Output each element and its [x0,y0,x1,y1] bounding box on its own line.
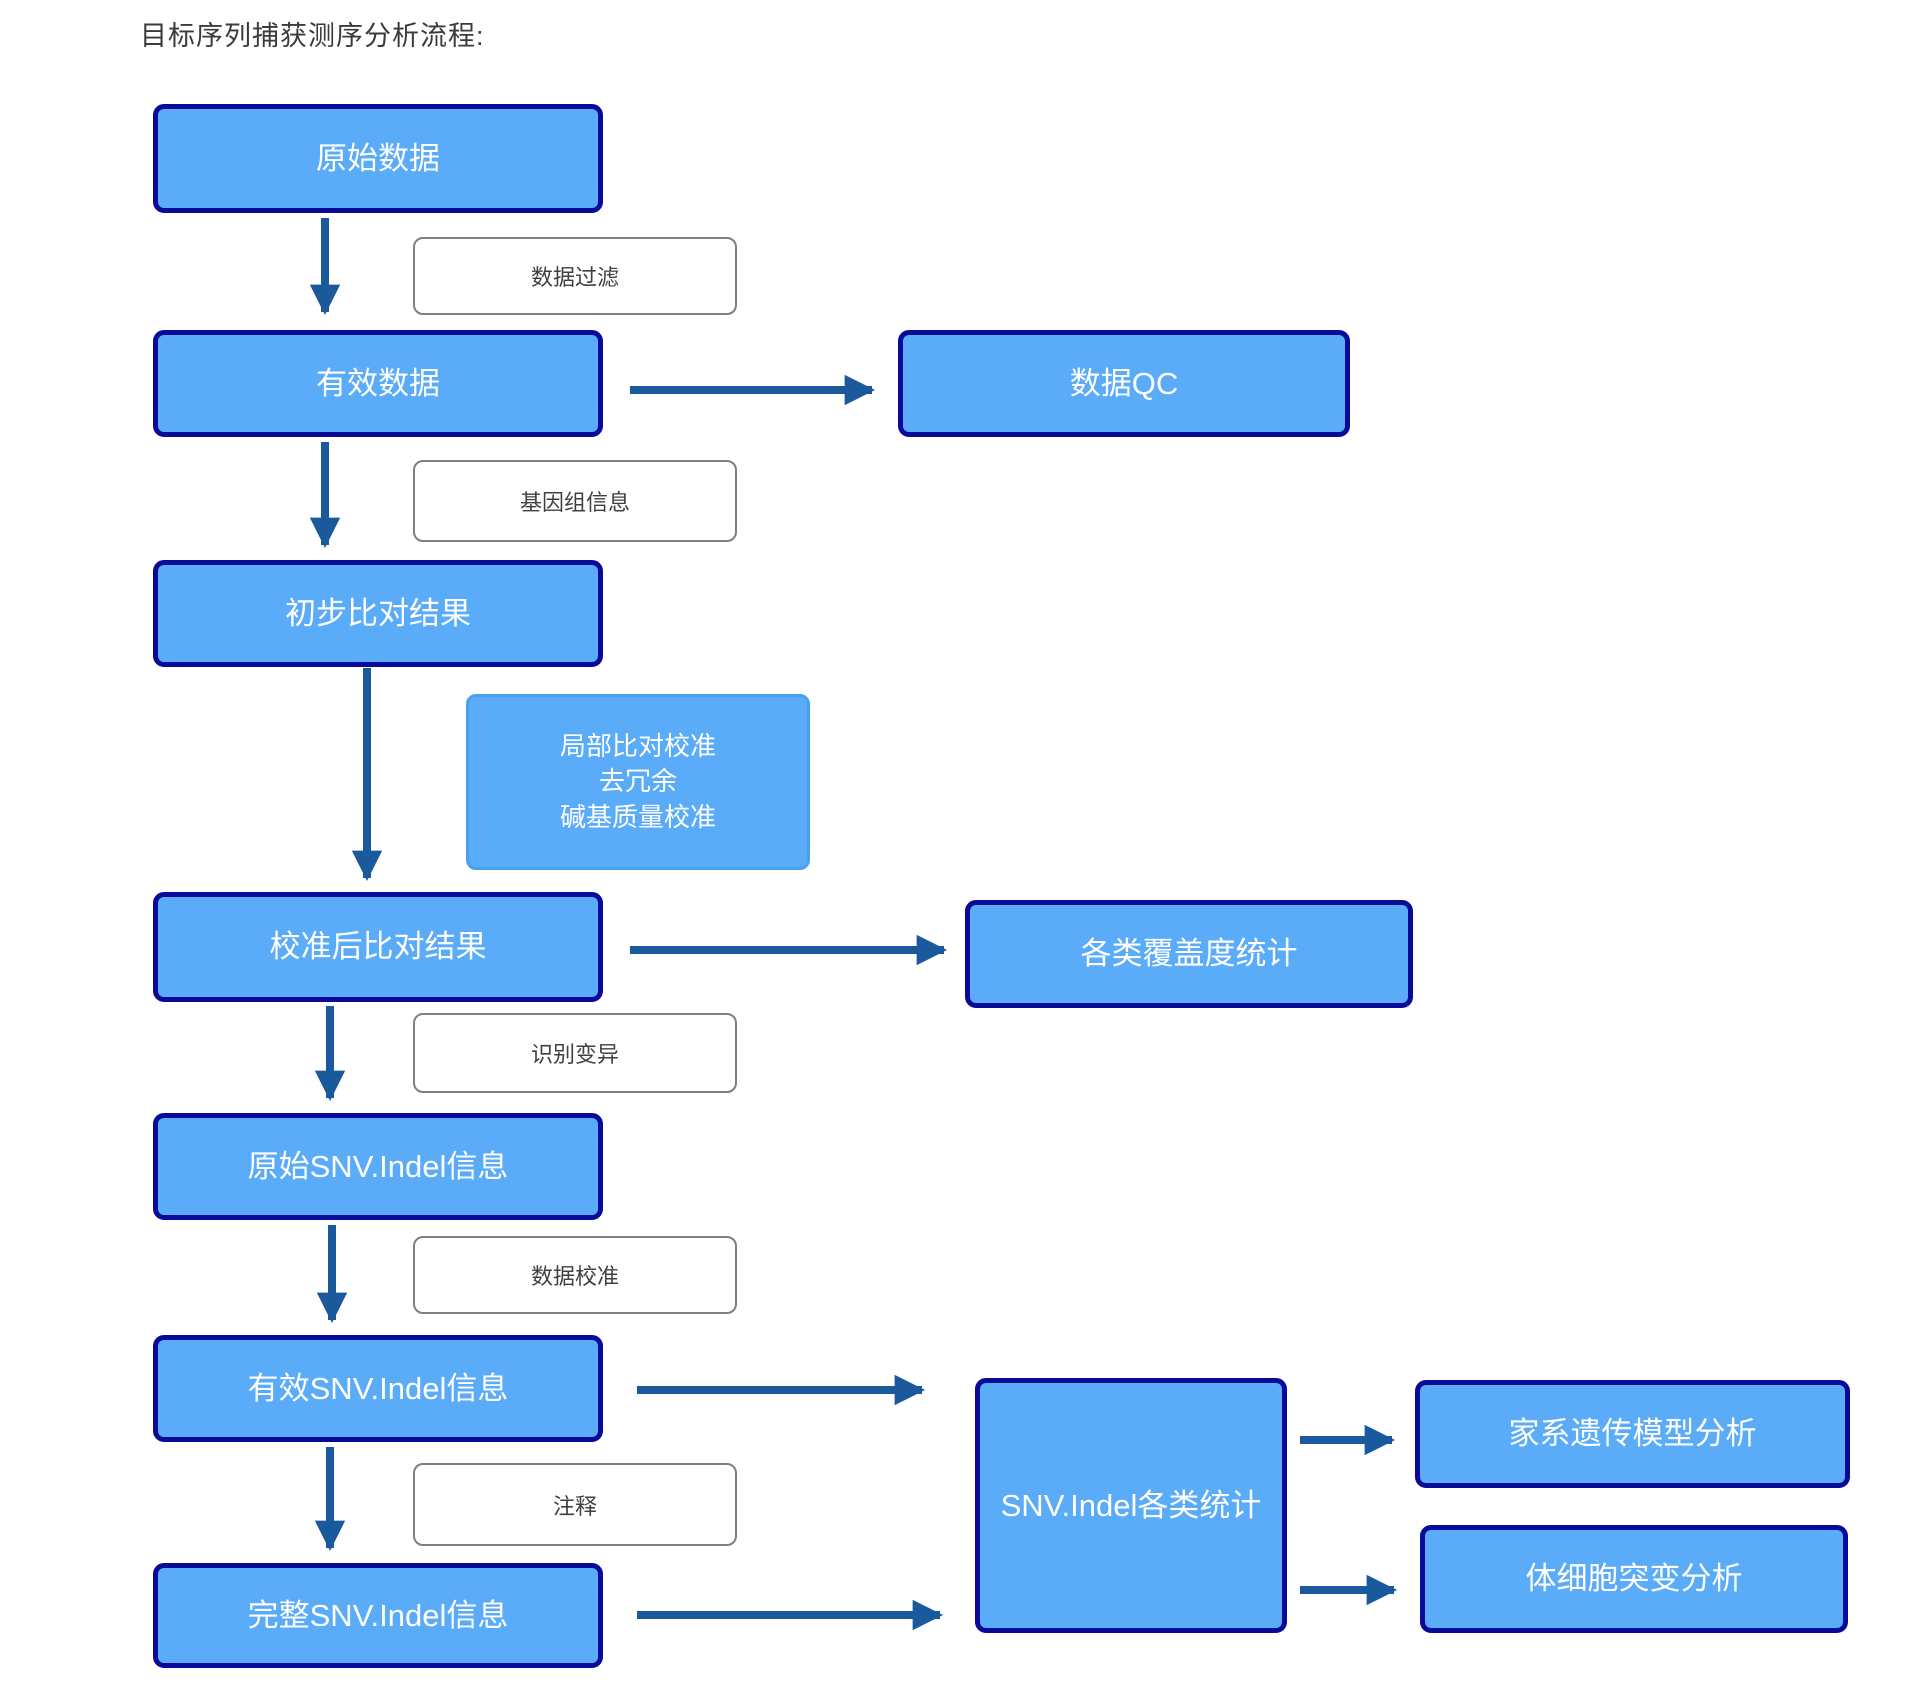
node-valid-snv-indel: 有效SNV.Indel信息 [153,1335,603,1442]
node-complete-snv-indel: 完整SNV.Indel信息 [153,1563,603,1668]
node-valid-data: 有效数据 [153,330,603,437]
edge-label-data-calibration: 数据校准 [413,1236,737,1314]
edge-label-realign-steps: 局部比对校准 去冗余 碱基质量校准 [466,694,810,870]
node-coverage-stats: 各类覆盖度统计 [965,900,1413,1008]
edge-label-annotation: 注释 [413,1463,737,1546]
page-title: 目标序列捕获测序分析流程: [140,21,485,51]
node-data-qc: 数据QC [898,330,1350,437]
node-raw-snv-indel: 原始SNV.Indel信息 [153,1113,603,1220]
node-raw-data: 原始数据 [153,104,603,213]
edge-label-genome-info: 基因组信息 [413,460,737,542]
node-somatic-mutation-analysis: 体细胞突变分析 [1420,1525,1848,1633]
node-prelim-alignment: 初步比对结果 [153,560,603,667]
edge-label-variant-calling: 识别变异 [413,1013,737,1093]
edge-label-data-filter: 数据过滤 [413,237,737,315]
node-calibrated-alignment: 校准后比对结果 [153,892,603,1002]
node-pedigree-model-analysis: 家系遗传模型分析 [1415,1380,1850,1488]
node-snv-indel-stats: SNV.Indel各类统计 [975,1378,1287,1633]
